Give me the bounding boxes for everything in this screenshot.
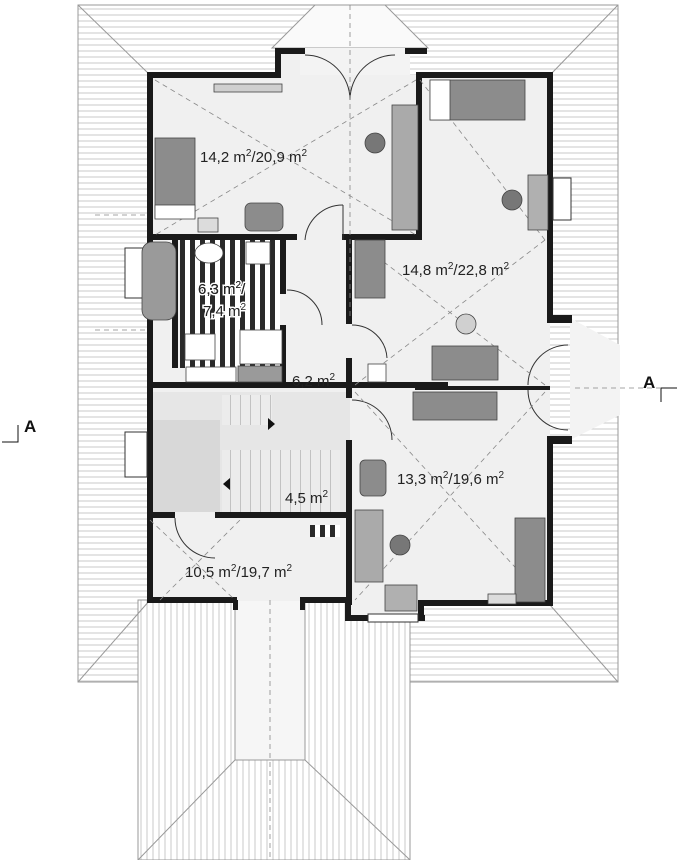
- section-markers: A A: [2, 373, 677, 443]
- wardrobe-ne: [354, 239, 386, 299]
- staircase: [150, 392, 350, 537]
- slope-lines: [95, 5, 660, 860]
- toilet: [184, 333, 216, 361]
- section-marker-right: A: [643, 373, 655, 392]
- sink: [194, 242, 224, 264]
- room-area-bathroom-line2: 7,4 m2: [203, 302, 247, 320]
- sofa-ne: [431, 345, 499, 381]
- furniture: [141, 79, 549, 612]
- shower: [239, 329, 283, 365]
- section-marker-left: A: [24, 417, 36, 436]
- room-area-bedroom-ne: 14,8 m2/22,8 m2: [402, 261, 509, 279]
- bathtub: [141, 241, 177, 321]
- doors: [174, 54, 569, 559]
- windows: [124, 177, 572, 623]
- room-area-hall: 6,2 m2: [292, 372, 336, 390]
- desk-ne: [527, 174, 549, 231]
- desk-se: [354, 509, 384, 583]
- armchair-se: [359, 459, 387, 497]
- chair-nw: [364, 132, 386, 154]
- table-ne: [455, 313, 477, 335]
- room-area-bedroom-nw: 14,2 m2/20,9 m2: [200, 148, 307, 166]
- room-area-bathroom-bg: 6,3 m2/: [198, 280, 246, 298]
- chair-se: [389, 534, 411, 556]
- room-area-bedroom-se: 13,3 m2/19,6 m2: [397, 470, 504, 488]
- chair-ne: [501, 189, 523, 211]
- desk-nw: [391, 104, 419, 231]
- room-labels: 14,2 m2/20,9 m2 14,8 m2/22,8 m2 6,3 m2/ …: [185, 148, 509, 581]
- armchair-nw: [244, 202, 284, 232]
- room-area-bathroom-line1: 6,3 m2/: [198, 280, 246, 298]
- room-area-stairs: 4,5 m2: [285, 489, 329, 507]
- room-area-landing: 10,5 m2/19,7 m2: [185, 563, 292, 581]
- bed-se: [514, 517, 546, 603]
- wardrobe-se: [412, 391, 498, 421]
- sink2: [245, 241, 271, 265]
